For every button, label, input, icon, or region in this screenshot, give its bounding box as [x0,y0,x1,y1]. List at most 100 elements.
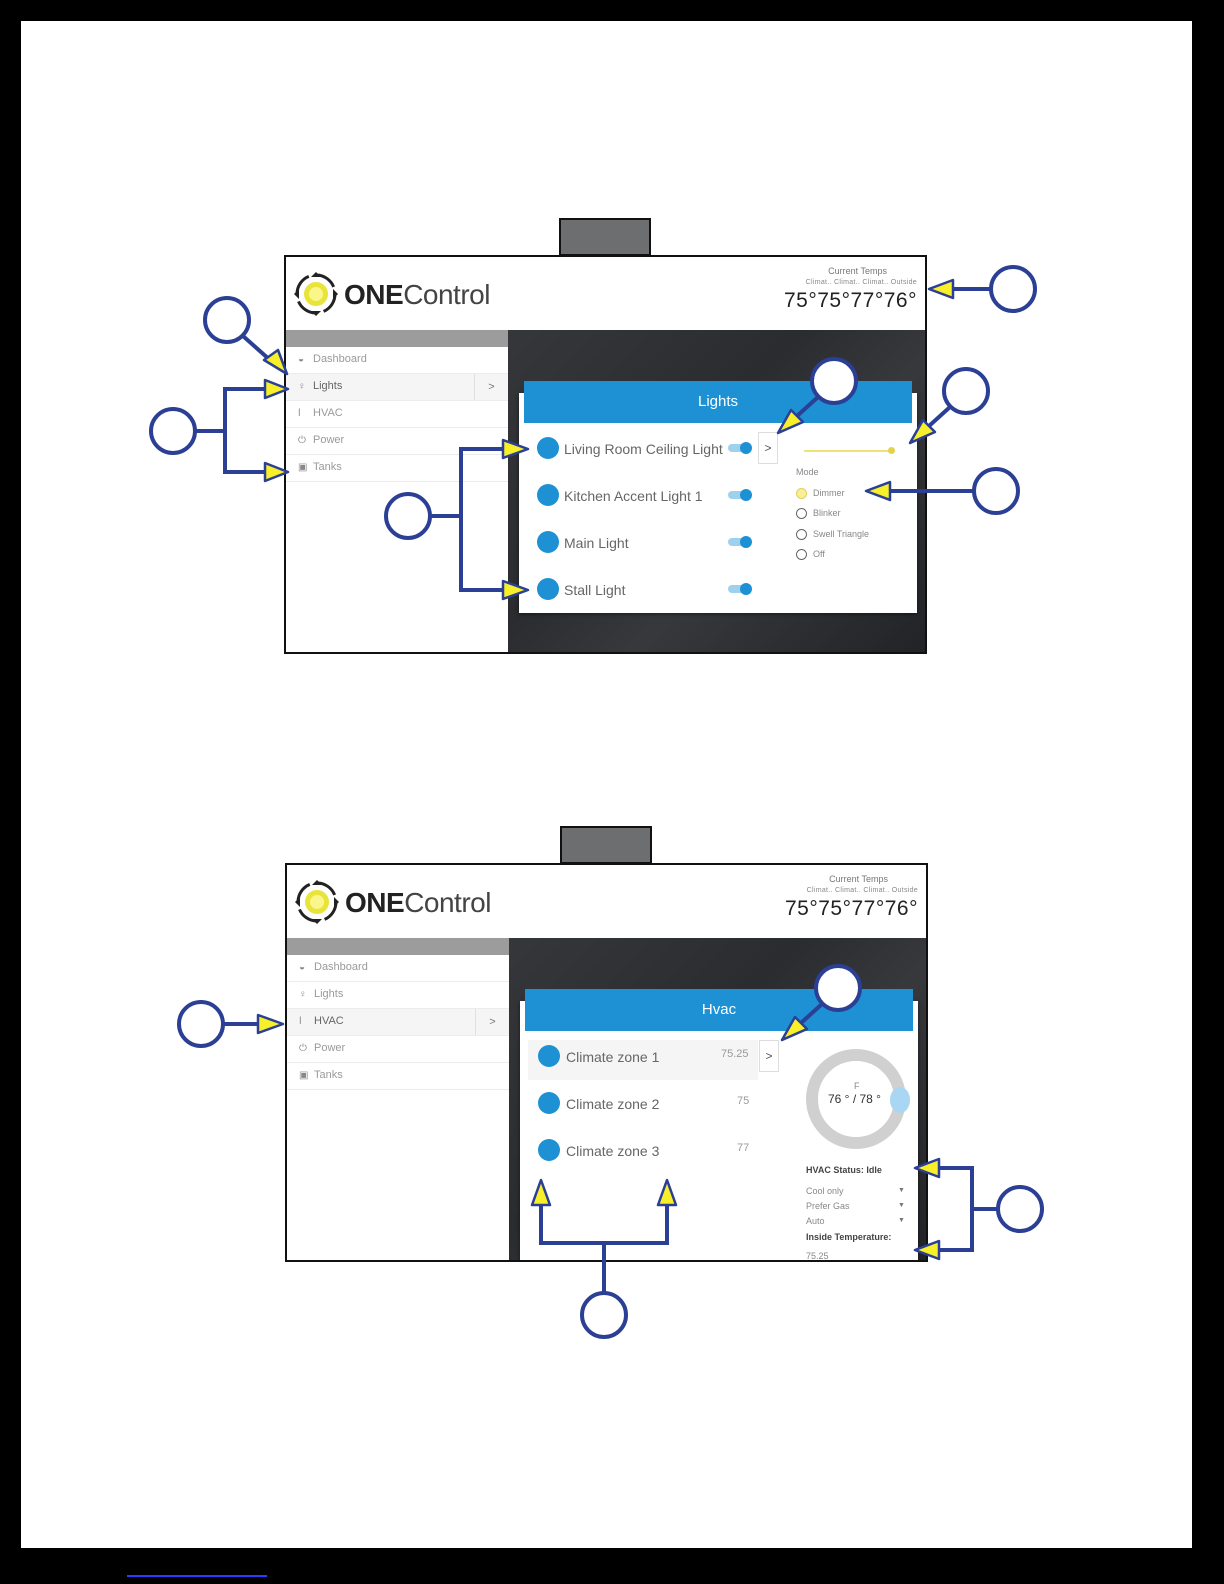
callout-circle [996,1185,1044,1233]
hvac-fan-select[interactable]: Auto [806,1216,825,1226]
zone-2-value: 75 [737,1095,750,1107]
light-row-living-room[interactable]: Living Room Ceiling Light [537,432,757,472]
light-row-kitchen-accent[interactable]: Kitchen Accent Light 1 [537,479,757,519]
temps-values: 75°75°77°76° [784,897,918,920]
light-toggle-stall[interactable] [728,583,752,595]
zone-1-value: 75.25 [721,1048,749,1060]
sidebar-chevron-button[interactable]: > [475,1009,509,1035]
sidebar-item-power[interactable]: ⏻Power [286,428,508,455]
mode-label-blinker: Blinker [813,508,841,518]
dropdown-arrow-icon: ▼ [898,1187,905,1194]
app-header: ONEControl Current Temps Climat.. Climat… [286,257,925,330]
sidebar-item-lights[interactable]: ♀Lights> [286,374,508,401]
mode-radio-off[interactable] [796,549,807,560]
callout-circle [580,1291,628,1339]
lights-panel-title: Lights [524,381,912,423]
temps-title: Current Temps [829,874,888,884]
figure-tab-top [559,218,651,256]
temps-labels: Climat.. Climat.. Climat.. Outside [805,279,917,286]
thermometer-icon: ǀ [299,1016,302,1027]
zone-3-value: 77 [737,1142,750,1154]
sidebar-item-power[interactable]: ⏻Power [287,1036,509,1063]
lightbulb-icon [537,484,559,506]
sidebar-item-dashboard[interactable]: ◒Dashboard [286,347,508,374]
sidebar-item-tanks[interactable]: ▣Tanks [287,1063,509,1090]
hvac-mode-select[interactable]: Cool only [806,1186,844,1196]
zone-row-2[interactable]: Climate zone 2 [528,1087,758,1127]
callout-circle [810,357,858,405]
dashboard-icon: ◒ [299,962,306,973]
light-row-stall[interactable]: Stall Light [537,573,757,613]
light-toggle-living-room[interactable] [728,442,752,454]
dropdown-arrow-icon: ▼ [898,1202,905,1209]
dial-unit: F [854,1081,860,1091]
callout-circle [203,296,251,344]
hvac-status: HVAC Status: Idle [806,1165,882,1175]
mode-radio-swell-triangle[interactable] [796,529,807,540]
brightness-slider[interactable] [804,447,895,454]
mode-radio-dimmer[interactable] [796,488,807,499]
app-header: ONEControl Current Temps Climat.. Climat… [287,865,926,938]
onecontrol-logo-icon [294,272,338,316]
light-toggle-main[interactable] [728,536,752,548]
dashboard-icon: ◒ [298,354,305,365]
light-toggle-kitchen-accent[interactable] [728,489,752,501]
dial-setpoint: 76 ° / 78 ° [828,1092,881,1106]
light-row-main[interactable]: Main Light [537,526,757,566]
zone-row-3[interactable]: Climate zone 3 [528,1134,758,1174]
mode-label-swell-triangle: Swell Triangle [813,529,870,539]
sidebar-item-lights[interactable]: ♀Lights [287,982,509,1009]
brand-wordmark: ONEControl [345,887,491,918]
callout-circle [384,492,432,540]
thermometer-icon [538,1045,560,1067]
temps-labels: Climat.. Climat.. Climat.. Outside [806,887,918,894]
footer-rule [127,1575,267,1577]
lights-panel [519,393,917,613]
mode-label: Mode [796,467,819,477]
lightbulb-icon: ♀ [298,381,306,392]
temps-title: Current Temps [828,266,887,276]
mode-label-off: Off [813,549,825,559]
dropdown-arrow-icon: ▼ [898,1217,905,1224]
onecontrol-logo-icon [295,880,339,924]
temps-values: 75°75°77°76° [783,289,917,312]
mode-radio-blinker[interactable] [796,508,807,519]
current-temps: Current Temps Climat.. Climat.. Climat..… [784,266,917,313]
light-detail-chevron[interactable]: > [758,432,778,464]
sidebar-header-bar [286,330,508,347]
mode-label-dimmer: Dimmer [813,488,845,498]
lightbulb-icon: ♀ [299,989,307,1000]
thermometer-icon [538,1092,560,1114]
callout-circle [149,407,197,455]
sidebar-header-bar [287,938,509,955]
callout-circle [972,467,1020,515]
thermometer-icon: ǀ [298,408,301,419]
tank-icon: ▣ [298,462,308,473]
sidebar-item-tanks[interactable]: ▣Tanks [286,455,508,482]
power-icon: ⏻ [298,435,306,446]
sidebar-item-dashboard[interactable]: ◒Dashboard [287,955,509,982]
callout-circle [942,367,990,415]
lightbulb-icon [537,578,559,600]
thermostat-dial-knob[interactable] [890,1087,910,1113]
zone-row-1[interactable]: Climate zone 1 [528,1040,758,1080]
lightbulb-icon [537,437,559,459]
inside-temp-value: 75.25 [806,1251,829,1261]
tank-icon: ▣ [299,1070,309,1081]
lightbulb-icon [537,531,559,553]
power-icon: ⏻ [299,1043,307,1054]
callout-circle [989,265,1037,313]
current-temps: Current Temps Climat.. Climat.. Climat..… [785,874,918,921]
brand-wordmark: ONEControl [344,279,490,310]
zone-detail-chevron[interactable]: > [759,1040,779,1072]
callout-circle [814,964,862,1012]
inside-temp-label: Inside Temperature: [806,1232,892,1242]
sidebar-chevron-button[interactable]: > [474,374,508,400]
hvac-fuel-select[interactable]: Prefer Gas [806,1201,850,1211]
callout-circle [177,1000,225,1048]
